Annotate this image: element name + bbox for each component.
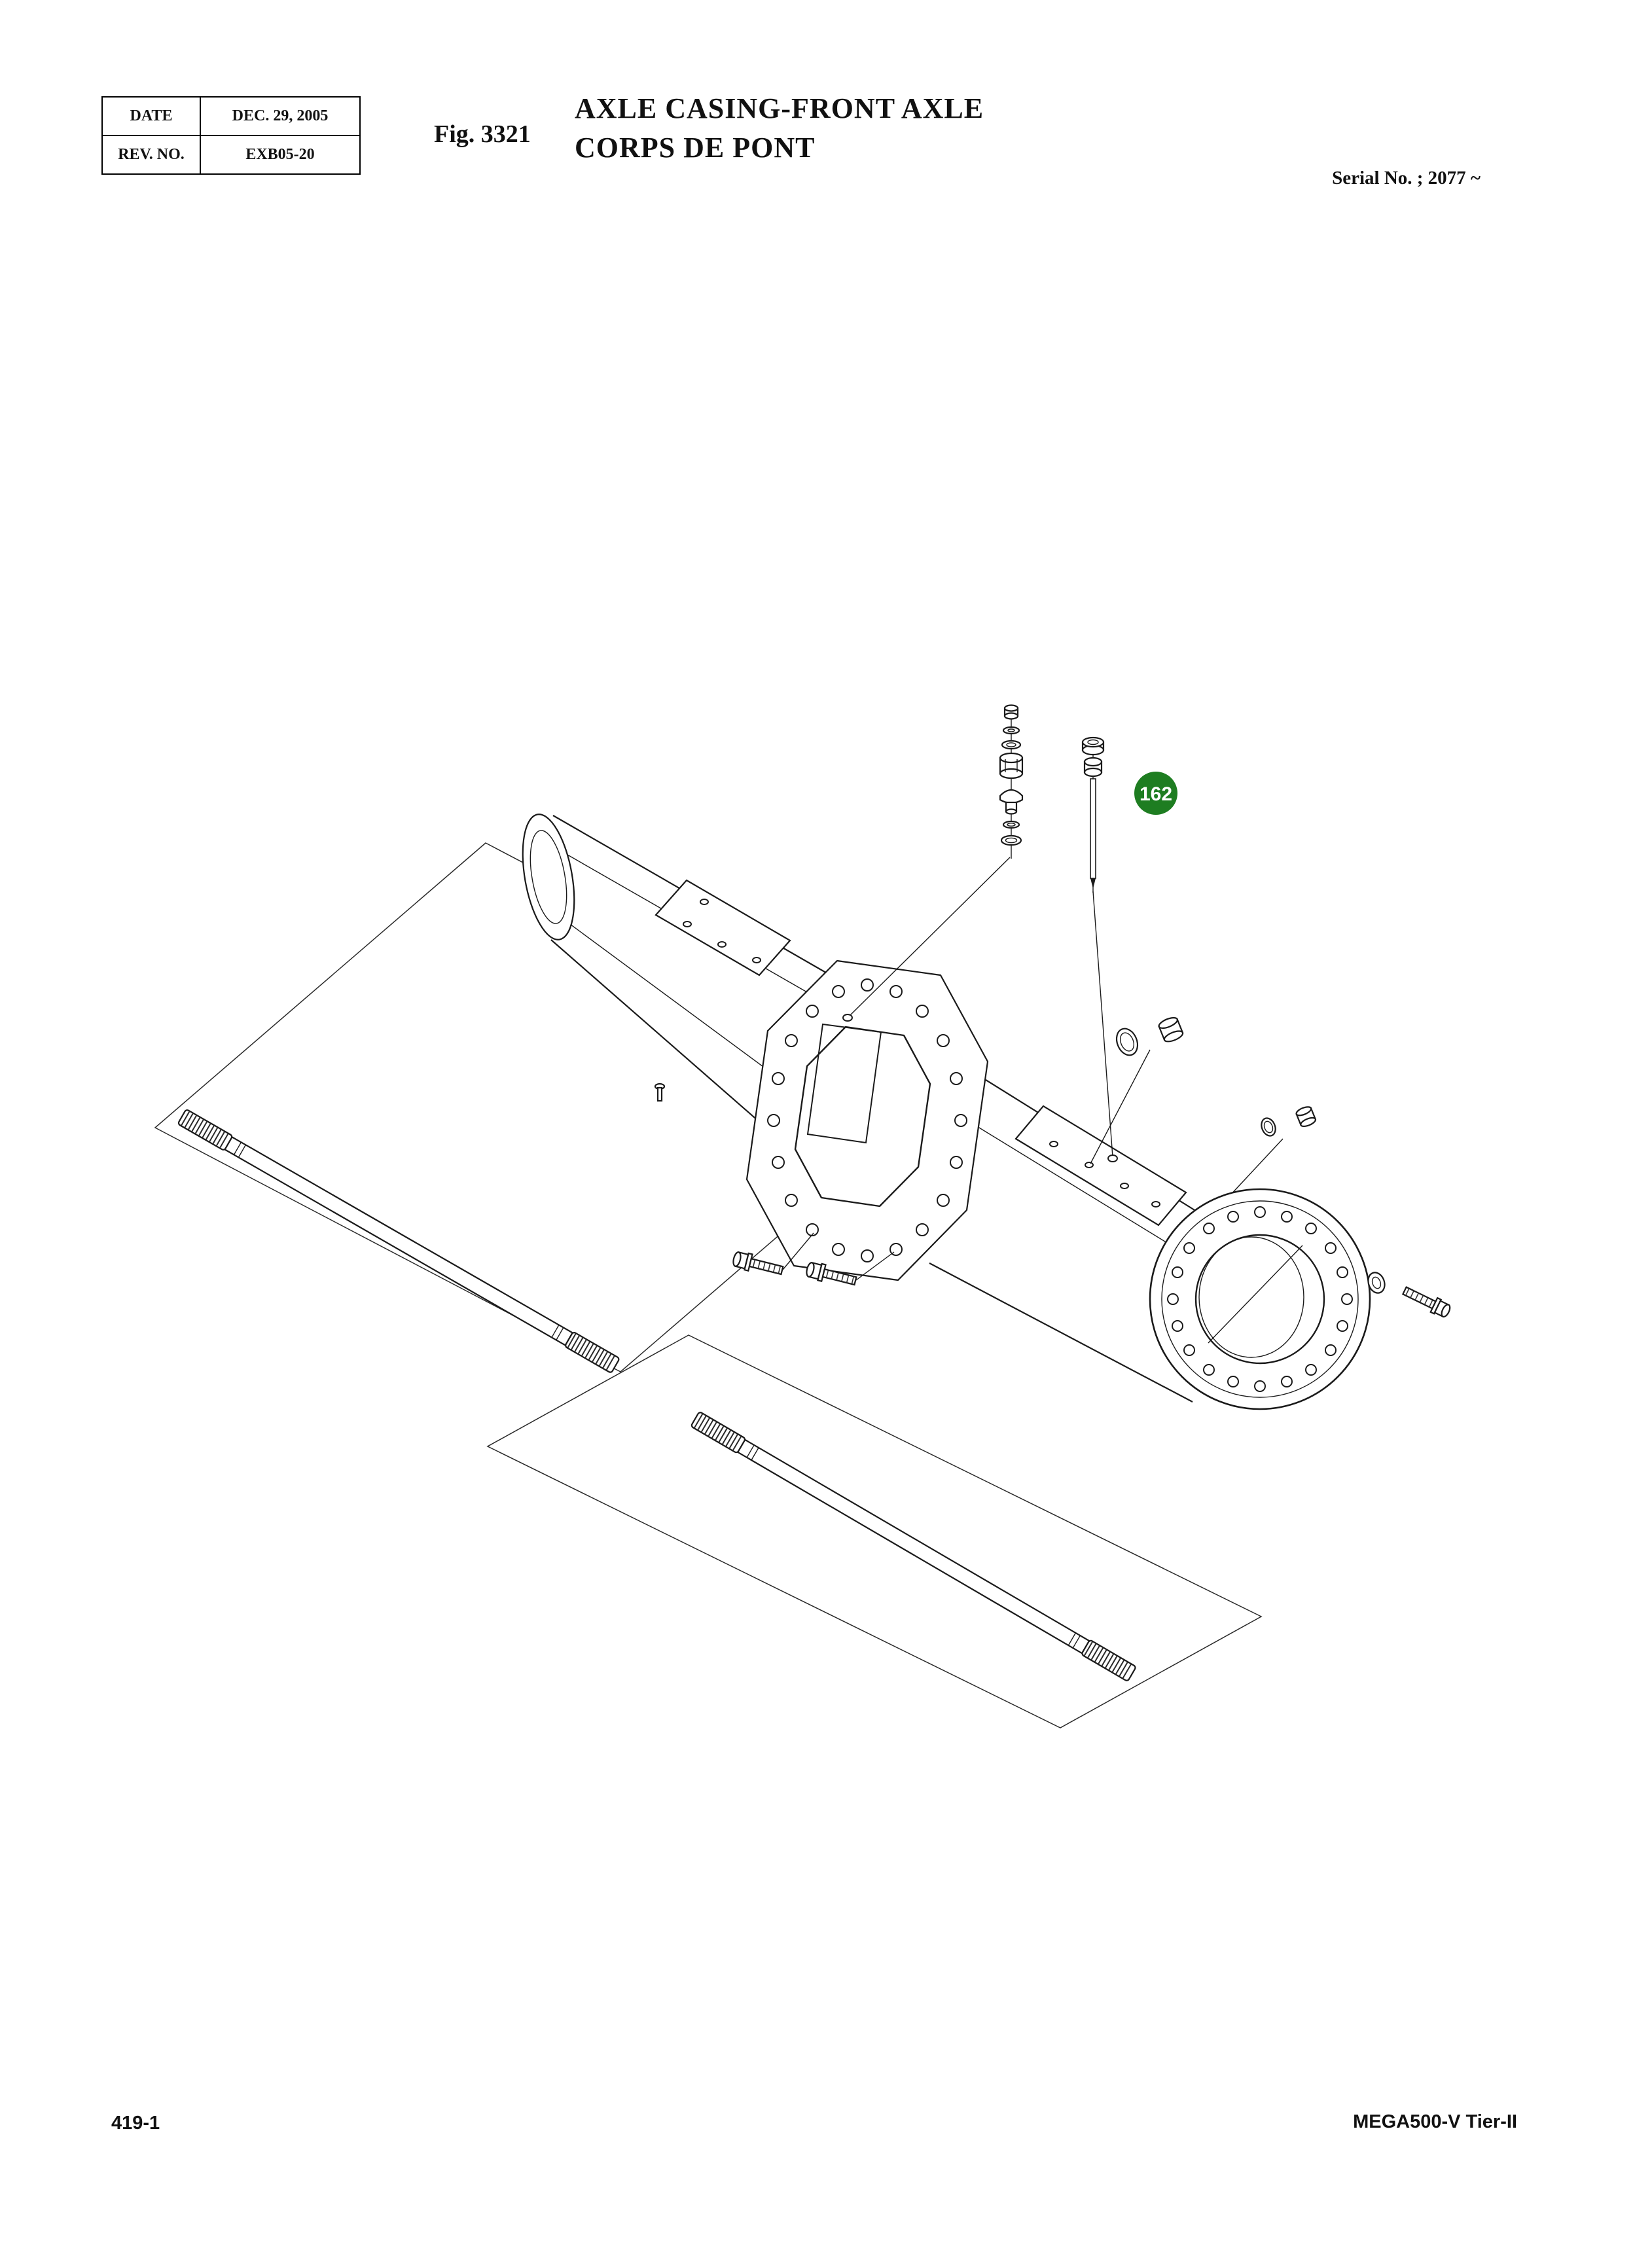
plug <box>1295 1106 1317 1128</box>
axle-shaft-lower <box>691 1412 1136 1681</box>
hex-bolt <box>806 1261 857 1286</box>
rev-no-value: EXB05-20 <box>200 135 361 175</box>
gauge-port <box>1107 1154 1118 1162</box>
differential-window <box>806 1023 882 1144</box>
date-label: DATE <box>101 96 201 136</box>
date-value: DEC. 29, 2005 <box>200 96 361 136</box>
side-plug-group-2 <box>1261 1106 1317 1137</box>
revision-table: DATE DEC. 29, 2005 REV. NO. EXB05-20 <box>101 96 361 175</box>
o-ring <box>1261 1117 1276 1137</box>
differential-housing-face <box>745 959 989 1281</box>
model-name: MEGA500-V Tier-II <box>1353 2111 1517 2132</box>
rev-no-label: REV. NO. <box>101 135 201 175</box>
breather-cap <box>999 789 1024 804</box>
leader-lines <box>782 857 1369 1300</box>
wheel-flange <box>1149 1188 1371 1410</box>
callout-label: 162 <box>1140 783 1172 805</box>
side-plug-group-1 <box>1115 1017 1184 1056</box>
table-row: DATE DEC. 29, 2005 <box>101 96 361 136</box>
left-flange-face <box>522 814 575 940</box>
hex-bolt <box>732 1251 784 1276</box>
assembly-frame-lower <box>486 1334 1263 1728</box>
washer <box>1367 1272 1386 1294</box>
page-title: AXLE CASING-FRONT AXLE <box>575 92 984 124</box>
table-row: REV. NO. EXB05-20 <box>101 135 361 175</box>
hex-bolt-right <box>1401 1286 1451 1318</box>
gauge-rod <box>1090 778 1096 879</box>
right-mounting-pad <box>1015 1105 1187 1226</box>
small-stud <box>654 1082 666 1102</box>
page-number: 419-1 <box>111 2113 160 2134</box>
oil-level-gauge <box>1081 736 1105 893</box>
differential-opening <box>794 1026 931 1208</box>
breather-assembly <box>999 704 1024 859</box>
page-title-french: CORPS DE PONT <box>575 132 816 164</box>
callout-162: 162 <box>1134 772 1177 815</box>
o-ring <box>1000 834 1022 846</box>
plug <box>1158 1017 1184 1043</box>
axle-shaft-upper <box>177 1109 620 1373</box>
left-mounting-pad <box>655 879 791 976</box>
callout-circle <box>1134 772 1177 815</box>
serial-number: Serial No. ; 2077 ~ <box>1332 168 1481 188</box>
figure-label: Fig. 3321 <box>434 120 531 148</box>
breather-port <box>842 1014 853 1022</box>
o-ring <box>1115 1028 1139 1056</box>
